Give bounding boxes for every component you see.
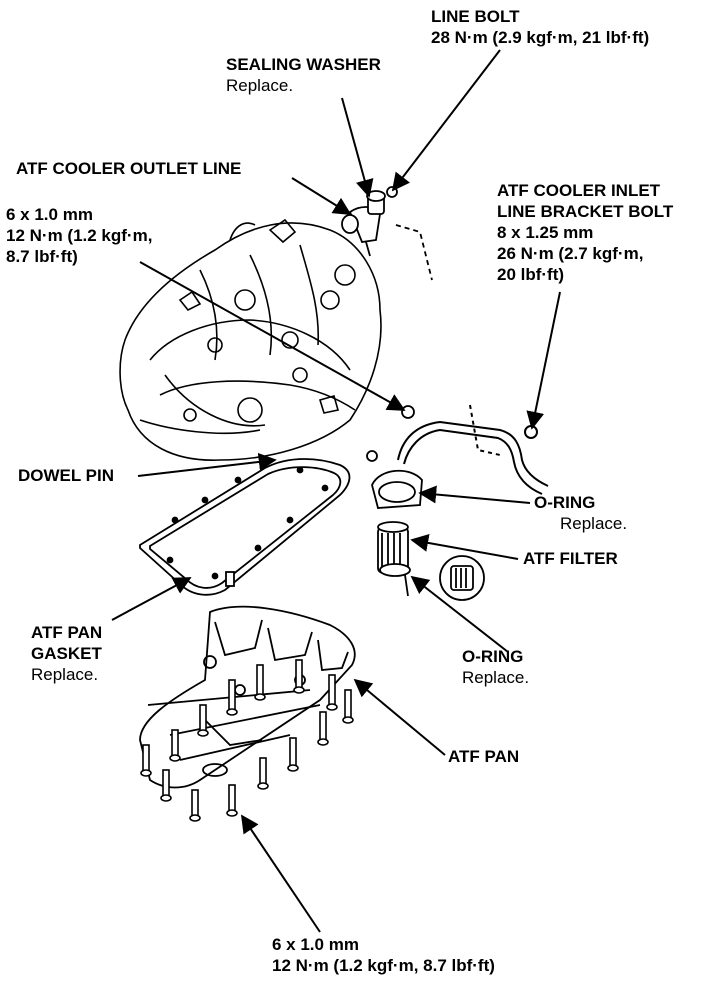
sealing-washer-note: Replace. — [226, 76, 294, 95]
cooler-inlet-size: 8 x 1.25 mm — [497, 223, 594, 242]
pan-bolts — [140, 659, 354, 822]
atf-pan — [139, 605, 356, 789]
atf-filter-assembly — [366, 405, 485, 601]
sealing-washer-title: SEALING WASHER — [226, 55, 381, 74]
oring-upper-label: O-RING Replace. — [534, 492, 627, 534]
line-bolt-title: LINE BOLT — [431, 7, 520, 26]
oring-lower-label: O-RING Replace. — [462, 646, 529, 688]
atf-pan-title: ATF PAN — [448, 747, 520, 766]
lower-bolt-spec-label: 6 x 1.0 mm 12 N·m (1.2 kgf·m, 8.7 lbf·ft… — [272, 934, 495, 976]
oring-upper-title: O-RING — [534, 493, 596, 512]
cooler-outlet-line-fitting — [341, 186, 433, 281]
line-bolt-spec: 28 N·m (2.9 kgf·m, 21 lbf·ft) — [431, 28, 650, 47]
leader-lines — [111, 49, 561, 933]
cooler-inlet-title-2: LINE BRACKET BOLT — [497, 202, 674, 221]
transmission-case — [119, 218, 382, 461]
lower-bolt-torque: 12 N·m (1.2 kgf·m, 8.7 lbf·ft) — [272, 956, 495, 975]
atf-pan-gasket-label: ATF PAN GASKET Replace. — [31, 622, 102, 685]
oring-lower-title: O-RING — [462, 647, 524, 666]
upper-bolt-torque-1: 12 N·m (1.2 kgf·m, — [6, 226, 153, 245]
atf-pan-gasket-note: Replace. — [31, 665, 99, 684]
upper-bolt-torque-2: 8.7 lbf·ft) — [6, 247, 78, 266]
atf-pan-gasket-title-2: GASKET — [31, 644, 102, 663]
cooler-inlet-torque-1: 26 N·m (2.7 kgf·m, — [497, 244, 644, 263]
dowel-pin-label: DOWEL PIN — [18, 465, 114, 486]
lower-bolt-size: 6 x 1.0 mm — [272, 935, 359, 954]
cooler-inlet-title-1: ATF COOLER INLET — [497, 181, 661, 200]
atf-filter-label: ATF FILTER — [523, 548, 618, 569]
cooler-inlet-bolt-label: ATF COOLER INLET LINE BRACKET BOLT 8 x 1… — [497, 180, 673, 285]
atf-filter-title: ATF FILTER — [523, 549, 618, 568]
atf-pan-label: ATF PAN — [448, 746, 519, 767]
upper-bolt-size: 6 x 1.0 mm — [6, 205, 93, 224]
oring-upper-note: Replace. — [560, 514, 628, 533]
oring-lower-note: Replace. — [462, 668, 530, 687]
cooler-outlet-line-title: ATF COOLER OUTLET LINE — [16, 159, 242, 178]
cooler-outlet-line-label: ATF COOLER OUTLET LINE — [16, 158, 241, 179]
line-bolt-label: LINE BOLT 28 N·m (2.9 kgf·m, 21 lbf·ft) — [431, 6, 649, 48]
sealing-washer-label: SEALING WASHER Replace. — [226, 54, 381, 96]
cooler-inlet-torque-2: 20 lbf·ft) — [497, 265, 565, 284]
dowel-pin-title: DOWEL PIN — [18, 466, 115, 485]
atf-pan-gasket-title-1: ATF PAN — [31, 623, 103, 642]
atf-pan-gasket — [139, 458, 351, 596]
upper-bolt-spec-label: 6 x 1.0 mm 12 N·m (1.2 kgf·m, 8.7 lbf·ft… — [6, 204, 152, 267]
